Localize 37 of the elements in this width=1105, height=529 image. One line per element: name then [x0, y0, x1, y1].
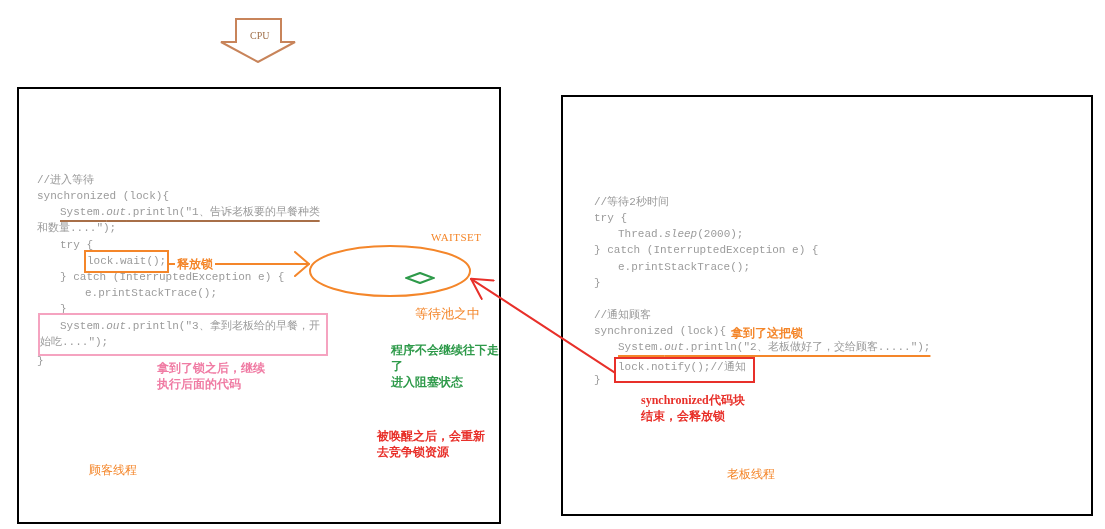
- annotation: 程序不会继续往下走了: [391, 342, 500, 374]
- code-panel: [561, 95, 1093, 516]
- highlight-box: [38, 313, 328, 356]
- code-line: lock.wait();: [87, 254, 167, 269]
- code-line: //进入等待: [37, 173, 95, 188]
- code-line: }: [37, 354, 44, 369]
- code-line: //通知顾客: [594, 308, 652, 323]
- code-line: } catch (InterruptedException e) {: [60, 270, 285, 285]
- annotation: 被唤醒之后，会重新去竞争锁资源: [377, 428, 486, 460]
- thread-label: 顾客线程: [89, 462, 137, 478]
- code-line: e.printStackTrace();: [618, 260, 751, 275]
- thread-label: 老板线程: [727, 466, 775, 482]
- code-line: synchronized (lock){: [594, 324, 727, 339]
- code-line: }: [594, 373, 601, 388]
- code-panel: [17, 87, 501, 524]
- code-line: try {: [60, 238, 93, 253]
- node-label: 等待池之中: [415, 306, 480, 322]
- arrow: [168, 251, 310, 277]
- code-line: System.out.println("2、老板做好了，交给顾客.....");: [618, 340, 931, 355]
- code-line: e.printStackTrace();: [85, 286, 218, 301]
- annotation: 拿到了这把锁: [731, 325, 803, 341]
- arrow: [470, 277, 615, 374]
- code-line: try {: [594, 211, 627, 226]
- code-line: Thread.sleep(2000);: [618, 227, 744, 242]
- code-line: System.out.println("3、拿到老板给的早餐，开始吃....");: [40, 319, 321, 350]
- annotation: 拿到了锁之后，继续执行后面的代码: [157, 360, 266, 392]
- code-line: synchronized (lock){: [37, 189, 170, 204]
- annotation: 进入阻塞状态: [391, 374, 463, 390]
- code-line: }: [594, 276, 601, 291]
- code-line: //等待2秒时间: [594, 195, 669, 210]
- edge-label: 释放锁: [175, 256, 215, 272]
- code-line: lock.notify();//通知: [618, 360, 746, 375]
- annotation: synchronized代码块结束，会释放锁: [641, 392, 746, 424]
- node-label: WAITSET: [431, 230, 482, 244]
- arrow-label: CPU: [250, 30, 270, 42]
- highlight-box: [614, 357, 755, 383]
- code-line: } catch (InterruptedException e) {: [594, 243, 819, 258]
